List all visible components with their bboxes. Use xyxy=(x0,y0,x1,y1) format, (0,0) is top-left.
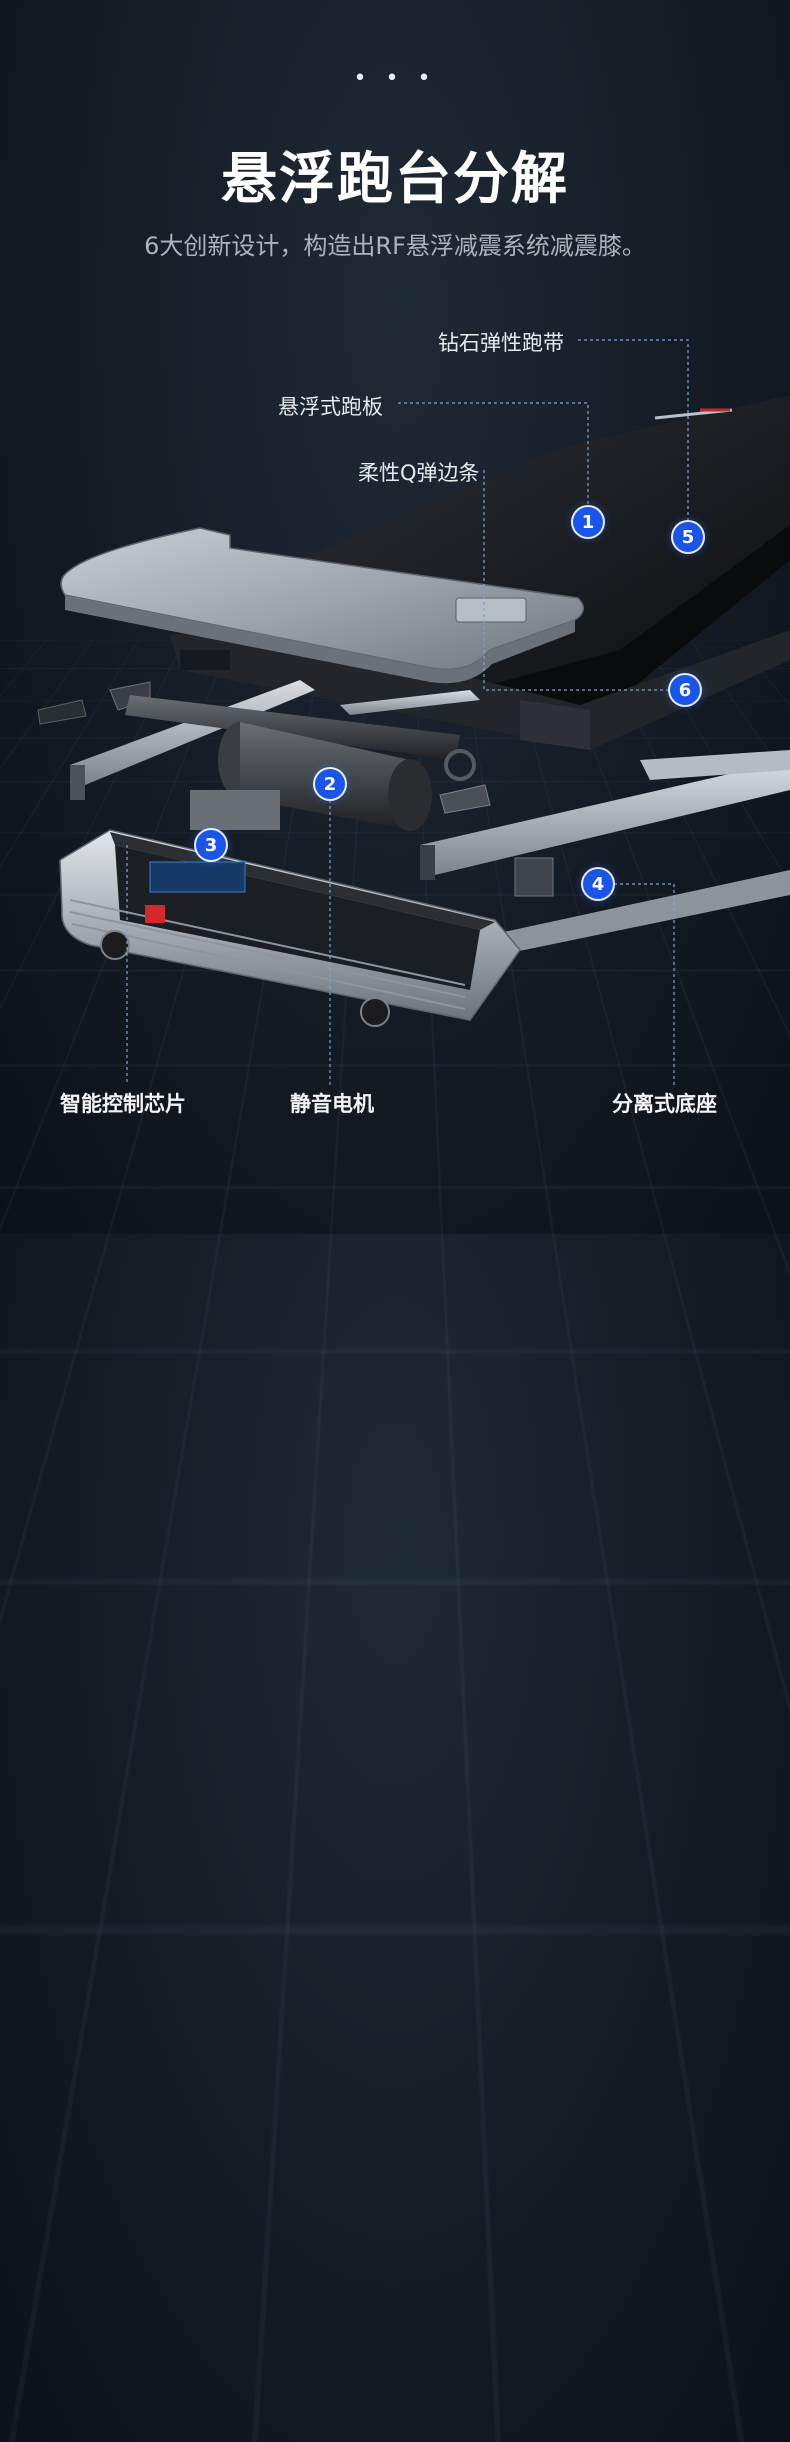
callout-badge-4: 4 xyxy=(583,869,613,899)
label-smart-chip: 智能控制芯片 xyxy=(60,1088,186,1118)
callout-badge-6: 6 xyxy=(670,675,700,705)
callout-badge-3: 3 xyxy=(196,830,226,860)
label-diamond-belt: 钻石弹性跑带 xyxy=(438,327,564,357)
callout-badge-1: 1 xyxy=(573,507,603,537)
label-silent-motor: 静音电机 xyxy=(290,1088,374,1118)
label-flex-edge: 柔性Q弹边条 xyxy=(358,457,480,487)
label-split-base: 分离式底座 xyxy=(612,1088,717,1118)
callout-badge-5: 5 xyxy=(673,522,703,552)
callout-badge-2: 2 xyxy=(315,769,345,799)
treadmill-exploded-illustration xyxy=(0,0,790,1234)
label-suspension-board: 悬浮式跑板 xyxy=(278,391,383,421)
